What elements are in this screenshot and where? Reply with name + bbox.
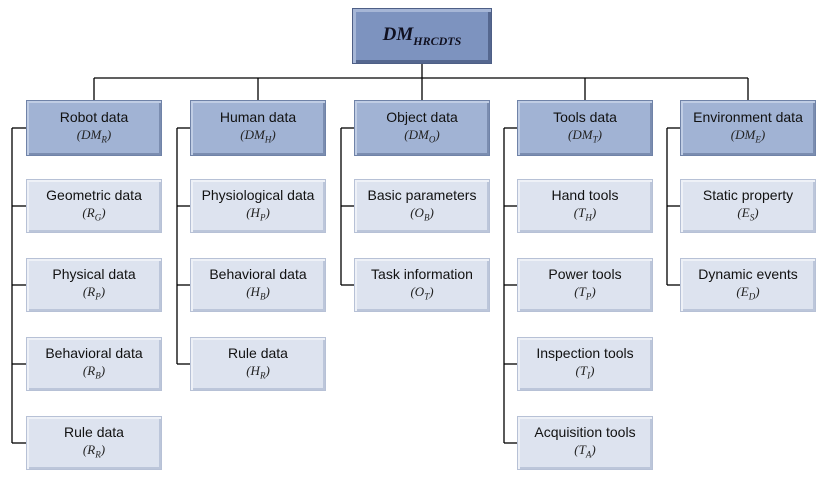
leaf-task-information: Task information (OT) — [354, 258, 490, 312]
leaf-behavioral-data: Behavioral data (RB) — [26, 337, 162, 391]
leaf-geometric-data: Geometric data (RG) — [26, 179, 162, 233]
leaf-symbol: (RB) — [82, 362, 106, 381]
leaf-label: Physical data — [52, 265, 136, 282]
leaf-label: Physiological data — [201, 186, 315, 203]
leaf-symbol: (HP) — [246, 204, 270, 223]
category-label: Environment data — [693, 108, 803, 125]
category-symbol: (DMH) — [240, 126, 276, 145]
leaf-symbol: (OT) — [410, 283, 434, 302]
category-label: Robot data — [59, 108, 129, 125]
leaf-symbol: (TH) — [573, 204, 597, 223]
category-label: Human data — [219, 108, 297, 125]
leaf-label: Task information — [371, 265, 473, 282]
leaf-symbol: (RR) — [82, 441, 106, 460]
leaf-power-tools: Power tools (TP) — [517, 258, 653, 312]
leaf-label: Hand tools — [551, 186, 619, 203]
category-symbol: (DMO) — [404, 126, 440, 145]
leaf-symbol: (HR) — [246, 362, 270, 381]
leaf-label: Behavioral data — [45, 344, 143, 361]
leaf-inspection-tools: Inspection tools (TI) — [517, 337, 653, 391]
category-tools-data: Tools data (DMT) — [517, 100, 653, 156]
category-human-data: Human data (DMH) — [190, 100, 326, 156]
category-symbol: (DME) — [730, 126, 766, 145]
leaf-behavioral-data: Behavioral data (HB) — [190, 258, 326, 312]
leaf-dynamic-events: Dynamic events (ED) — [680, 258, 816, 312]
leaf-symbol: (HB) — [246, 283, 270, 302]
leaf-label: Acquisition tools — [534, 423, 636, 440]
leaf-label: Rule data — [228, 344, 288, 361]
leaf-acquisition-tools: Acquisition tools (TA) — [517, 416, 653, 470]
category-label: Tools data — [553, 108, 617, 125]
category-label: Object data — [386, 108, 458, 125]
leaf-label: Power tools — [548, 265, 622, 282]
leaf-physiological-data: Physiological data (HP) — [190, 179, 326, 233]
leaf-symbol: (RG) — [82, 204, 106, 223]
leaf-physical-data: Physical data (RP) — [26, 258, 162, 312]
root-title: DMHRCDTS — [382, 23, 462, 48]
leaf-symbol: (TA) — [574, 441, 596, 460]
category-environment-data: Environment data (DME) — [680, 100, 816, 156]
root-node: DMHRCDTS — [352, 8, 492, 64]
category-symbol: (DMR) — [76, 126, 112, 145]
leaf-label: Dynamic events — [698, 265, 798, 282]
leaf-symbol: (RP) — [82, 283, 106, 302]
leaf-symbol: (ED) — [736, 283, 760, 302]
leaf-symbol: (ES) — [737, 204, 759, 223]
leaf-label: Rule data — [64, 423, 124, 440]
leaf-label: Geometric data — [46, 186, 142, 203]
leaf-rule-data: Rule data (HR) — [190, 337, 326, 391]
leaf-rule-data: Rule data (RR) — [26, 416, 162, 470]
category-robot-data: Robot data (DMR) — [26, 100, 162, 156]
leaf-label: Inspection tools — [536, 344, 634, 361]
leaf-label: Behavioral data — [209, 265, 307, 282]
leaf-label: Static property — [702, 186, 794, 203]
leaf-static-property: Static property (ES) — [680, 179, 816, 233]
leaf-label: Basic parameters — [367, 186, 477, 203]
leaf-symbol: (TI) — [575, 362, 595, 381]
category-object-data: Object data (DMO) — [354, 100, 490, 156]
category-symbol: (DMT) — [568, 126, 602, 145]
leaf-symbol: (OB) — [410, 204, 434, 223]
leaf-basic-parameters: Basic parameters (OB) — [354, 179, 490, 233]
leaf-hand-tools: Hand tools (TH) — [517, 179, 653, 233]
leaf-symbol: (TP) — [574, 283, 596, 302]
